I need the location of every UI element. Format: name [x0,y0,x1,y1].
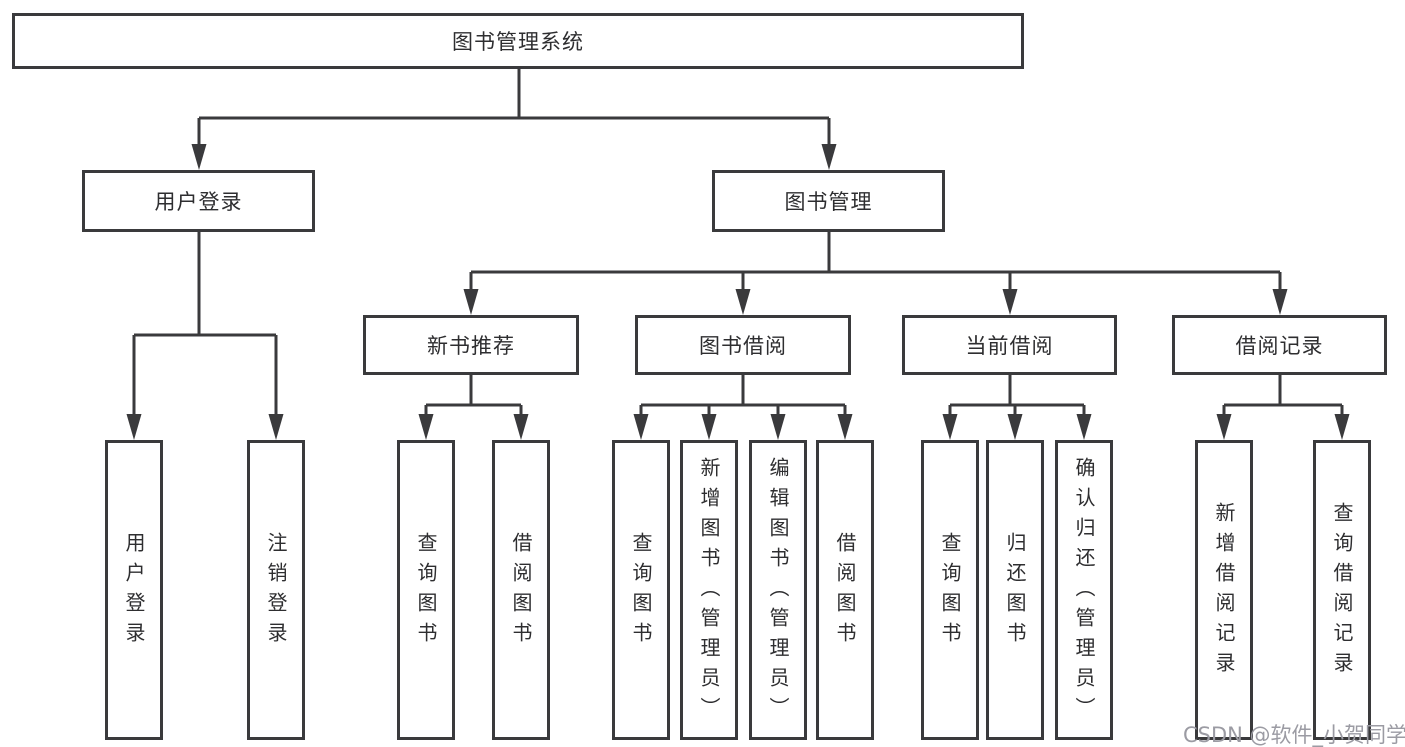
node-root-system: 图书管理系统 [12,13,1024,69]
leaf-borrow-books-label: 借阅图书 [833,532,857,652]
leaf-edit-books-admin: 编辑图书（管理员） [749,440,807,740]
leaf-return-books-label: 归还图书 [1003,532,1027,652]
leaf-borrow-books: 借阅图书 [816,440,874,740]
node-new-book-recommend: 新书推荐 [363,315,579,375]
node-root-label: 图书管理系统 [452,30,584,54]
connector-new-book-branch [424,375,523,418]
node-new-book-recommend-label: 新书推荐 [427,334,515,358]
leaf-borrow-books-recommend-label: 借阅图书 [509,532,533,652]
leaf-add-borrow-record: 新增借阅记录 [1195,440,1253,740]
leaf-user-login: 用户登录 [105,440,163,740]
leaf-query-borrow-record-label: 查询借阅记录 [1330,502,1354,682]
node-book-management: 图书管理 [712,170,945,232]
leaf-query-books-borrow: 查询图书 [612,440,670,740]
leaf-add-borrow-record-label: 新增借阅记录 [1212,502,1236,682]
leaf-logout-label: 注销登录 [264,532,288,652]
leaf-borrow-books-recommend: 借阅图书 [492,440,550,740]
arrowheads-level2 [191,144,837,170]
node-borrow-records: 借阅记录 [1172,315,1387,375]
connector-current-borrow-branch [948,375,1086,418]
arrowheads-leaves [126,414,1350,440]
leaf-user-login-label: 用户登录 [122,532,146,652]
leaf-logout: 注销登录 [247,440,305,740]
node-current-borrow-label: 当前借阅 [965,334,1054,358]
node-book-borrow-label: 图书借阅 [699,334,787,358]
node-book-borrow: 图书借阅 [635,315,851,375]
connector-root-to-level2 [197,69,831,148]
leaf-confirm-return-admin-label: 确认归还（管理员） [1072,457,1096,727]
node-borrow-records-label: 借阅记录 [1235,334,1324,358]
node-user-login: 用户登录 [82,170,315,232]
node-user-login-label: 用户登录 [154,190,243,214]
leaf-return-books: 归还图书 [986,440,1044,740]
leaf-add-books-admin: 新增图书（管理员） [680,440,738,740]
node-book-management-label: 图书管理 [784,190,873,214]
leaf-query-books-recommend: 查询图书 [397,440,455,740]
leaf-query-books-recommend-label: 查询图书 [414,532,438,652]
node-current-borrow: 当前借阅 [902,315,1117,375]
leaf-query-books-current-label: 查询图书 [938,532,962,652]
leaf-edit-books-admin-label: 编辑图书（管理员） [766,457,790,727]
arrowheads-level3 [463,289,1288,315]
watermark-text: CSDN @软件_小贺同学 [1183,723,1405,747]
leaf-confirm-return-admin: 确认归还（管理员） [1055,440,1113,740]
leaf-add-books-admin-label: 新增图书（管理员） [697,457,721,727]
connector-book-management-branch [469,232,1282,293]
leaf-query-books-current: 查询图书 [921,440,979,740]
connector-user-login-branch [132,232,278,418]
leaf-query-books-borrow-label: 查询图书 [629,532,653,652]
leaf-query-borrow-record: 查询借阅记录 [1313,440,1371,740]
connector-borrow-record-branch [1222,375,1344,418]
connector-book-borrow-branch [639,375,847,418]
